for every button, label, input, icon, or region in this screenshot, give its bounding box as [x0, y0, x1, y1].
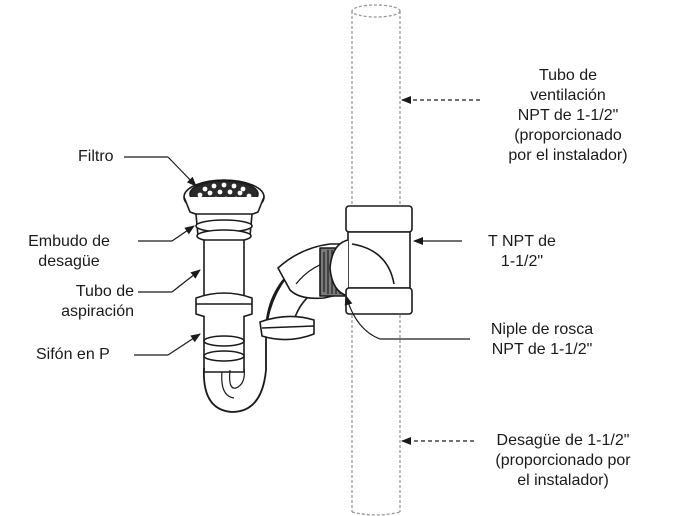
label-ventilacion-line1: Tubo de — [538, 67, 598, 84]
label-ventilacion-line5: por el instalador) — [508, 147, 628, 164]
label-sifon: Sifón en P — [36, 345, 110, 365]
label-tubo-ventilacion: Tubo de ventilación NPT de 1-1/2" (propo… — [486, 66, 650, 166]
label-tubo-aspiracion-line2: aspiración — [61, 303, 134, 320]
label-desague-line2: (proporcionado por — [495, 452, 631, 469]
label-t-npt-line2: 1-1/2" — [500, 253, 544, 270]
leader-lines — [124, 96, 480, 445]
label-t-npt-line1: T NPT de — [488, 233, 556, 250]
label-sifon-text: Sifón en P — [36, 346, 110, 363]
label-ventilacion-line4: (proporcionado — [514, 127, 622, 144]
label-filtro-text: Filtro — [78, 148, 114, 165]
label-filtro: Filtro — [78, 147, 114, 167]
label-t-npt: T NPT de 1-1/2" — [466, 232, 578, 272]
tee-fitting — [329, 205, 413, 315]
label-ventilacion-line2: ventilación — [530, 87, 606, 104]
vent-pipe — [351, 4, 401, 207]
p-trap-assembly — [183, 179, 351, 413]
label-desague: Desagüe de 1-1/2" (proporcionado por el … — [478, 431, 648, 491]
drain-pipe — [351, 300, 401, 516]
label-niple-line2: NPT de 1-1/2" — [491, 341, 593, 358]
leader-niple — [344, 295, 470, 340]
label-niple-line1: Niple de rosca — [490, 321, 594, 338]
label-tubo-aspiracion-line1: Tubo de — [75, 283, 134, 300]
label-embudo-line1: Embudo de — [28, 233, 110, 250]
label-desague-line3: el instalador) — [517, 472, 609, 489]
label-niple: Niple de rosca NPT de 1-1/2" — [472, 320, 612, 360]
label-embudo: Embudo de desagüe — [6, 232, 132, 272]
label-desague-line1: Desagüe de 1-1/2" — [496, 432, 630, 449]
label-embudo-line2: desagüe — [38, 253, 100, 270]
label-tubo-aspiracion: Tubo de aspiración — [10, 282, 134, 322]
label-ventilacion-line3: NPT de 1-1/2" — [517, 107, 619, 124]
